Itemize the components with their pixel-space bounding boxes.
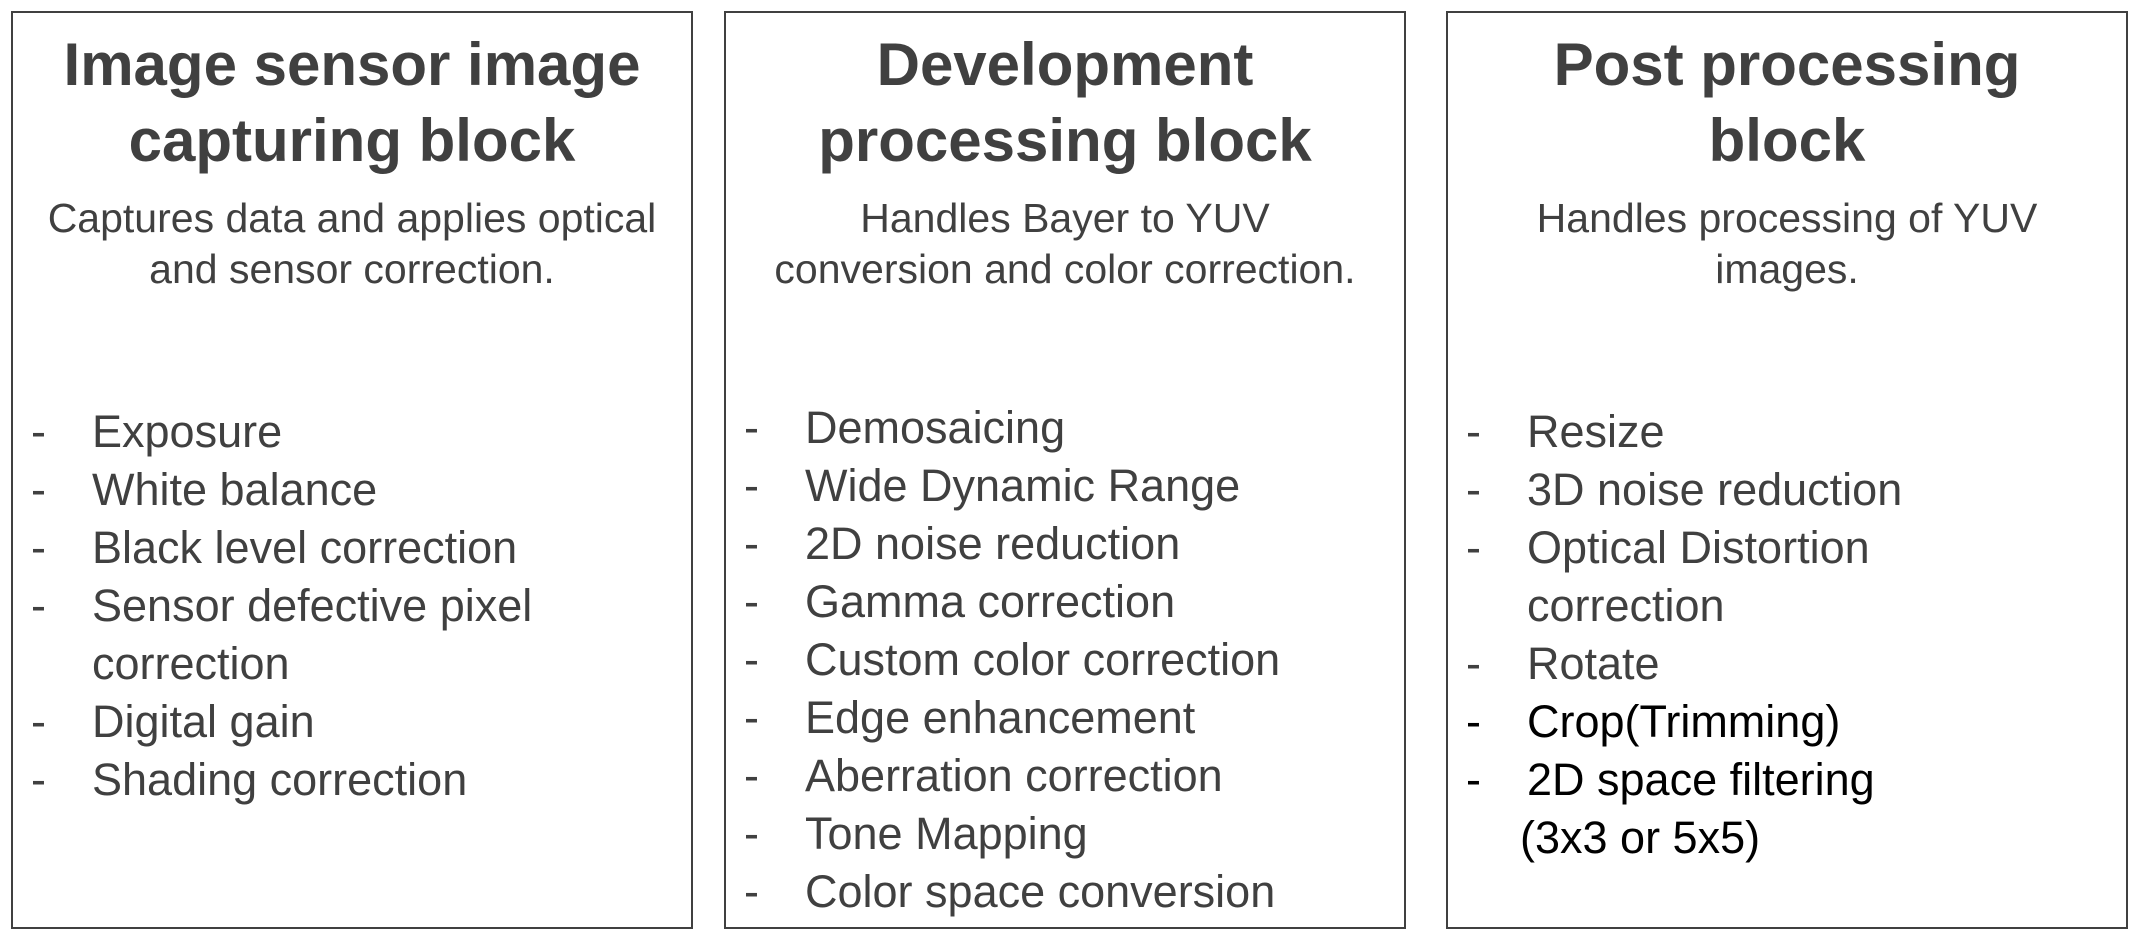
bullet-dash: - [744,750,759,801]
list-item: -Demosaicing [726,399,1404,457]
list-item: -3D noise reduction [1448,461,2126,519]
panel-description: Captures data and applies optical and se… [47,195,657,292]
list-item-label: 2D space filtering [1527,754,1875,805]
bullet-dash: - [744,518,759,569]
bullet-dash: - [744,808,759,859]
feature-list: -Resize -3D noise reduction -Optical Dis… [1448,403,2126,867]
list-item: -Aberration correction [726,747,1404,805]
bullet-dash: - [744,866,759,917]
post-processing-block-panel: Post processing block Handles processing… [1446,11,2128,929]
bullet-dash: - [744,460,759,511]
list-item-label: Color space conversion [805,866,1276,917]
list-item: -2D noise reduction [726,515,1404,573]
list-item-label: Demosaicing [805,402,1066,453]
bullet-dash: - [31,696,46,747]
list-item: -Color space conversion [726,863,1404,921]
list-item-label: Exposure [92,406,283,457]
list-item: -Custom color correction [726,631,1404,689]
list-item: -Exposure [13,403,691,461]
list-item: -Black level correction [13,519,691,577]
bullet-dash: - [1466,696,1481,747]
list-item-label: Rotate [1527,638,1660,689]
bullet-dash: - [31,580,46,631]
list-item-label: (3x3 or 5x5) [1520,812,1761,863]
feature-list: -Demosaicing -Wide Dynamic Range -2D noi… [726,399,1404,921]
bullet-dash: - [1466,406,1481,457]
list-item-label: Black level correction [92,522,518,573]
list-item: -Wide Dynamic Range [726,457,1404,515]
bullet-dash: - [744,634,759,685]
list-item: (3x3 or 5x5) [1448,809,2126,867]
development-block-panel: Development processing block Handles Bay… [724,11,1406,929]
list-item: -Crop(Trimming) [1448,693,2126,751]
bullet-dash: - [31,754,46,805]
bullet-dash: - [744,402,759,453]
list-item-label: 3D noise reduction [1527,464,1903,515]
panel-title: Development processing block [818,31,1312,174]
list-item-label: Tone Mapping [805,808,1088,859]
list-item: -Optical Distortion correction [1448,519,2126,635]
image-sensor-block-panel: Image sensor image capturing block Captu… [11,11,693,929]
list-item: -Edge enhancement [726,689,1404,747]
list-item-label: Optical Distortion correction [1527,522,1870,631]
list-item: -Sensor defective pixel correction [13,577,691,693]
bullet-dash: - [1466,754,1481,805]
bullet-dash: - [31,464,46,515]
list-item-label: Sensor defective pixel correction [92,580,533,689]
list-item: -2D space filtering [1448,751,2126,809]
panel-description: Handles processing of YUV images. [1536,195,2038,292]
bullet-dash: - [1466,638,1481,689]
feature-list: -Exposure -White balance -Black level co… [13,403,691,809]
bullet-dash: - [744,576,759,627]
list-item-label: Edge enhancement [805,692,1196,743]
list-item-label: Crop(Trimming) [1527,696,1841,747]
panel-title: Post processing block [1553,31,2021,174]
bullet-dash: - [1466,522,1481,573]
list-item-label: Resize [1527,406,1665,457]
list-item: -Gamma correction [726,573,1404,631]
bullet-dash: - [31,406,46,457]
list-item-label: Aberration correction [805,750,1223,801]
panel-description: Handles Bayer to YUV conversion and colo… [774,195,1356,292]
list-item: -Tone Mapping [726,805,1404,863]
list-item-label: 2D noise reduction [805,518,1181,569]
panel-title: Image sensor image capturing block [63,31,641,174]
list-item-label: Shading correction [92,754,468,805]
bullet-dash: - [744,692,759,743]
bullet-dash: - [31,522,46,573]
list-item: -Shading correction [13,751,691,809]
list-item: -White balance [13,461,691,519]
list-item-label: Wide Dynamic Range [805,460,1241,511]
list-item: -Resize [1448,403,2126,461]
list-item: -Digital gain [13,693,691,751]
list-item-label: White balance [92,464,378,515]
list-item-label: Digital gain [92,696,315,747]
list-item-label: Gamma correction [805,576,1176,627]
list-item-label: Custom color correction [805,634,1281,685]
list-item: -Rotate [1448,635,2126,693]
bullet-dash: - [1466,464,1481,515]
